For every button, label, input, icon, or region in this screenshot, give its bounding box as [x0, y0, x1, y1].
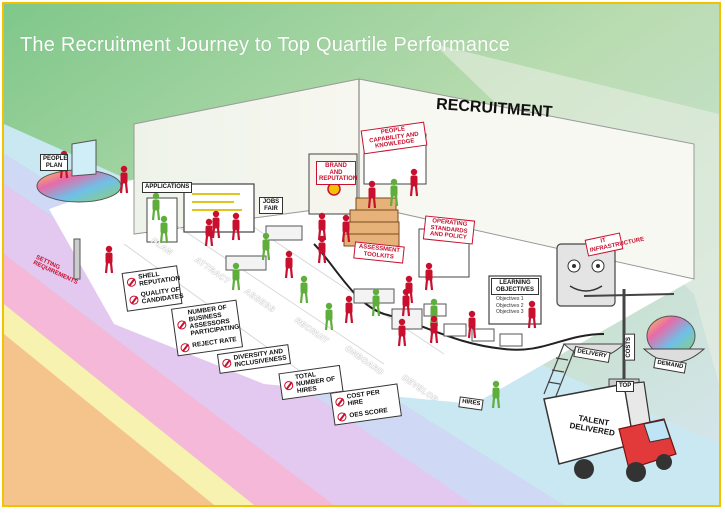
person-figure	[119, 165, 129, 194]
person-figure	[367, 180, 377, 209]
applications-lines	[192, 193, 242, 211]
people-plan-label: PEOPLE PLAN	[40, 154, 68, 172]
objectives-list: Objectives 1 Objectives 2 Objectives 3	[496, 296, 524, 316]
person-figure	[299, 275, 309, 304]
person-figure	[159, 215, 169, 244]
books-icon	[343, 197, 400, 247]
objectives-item: Objectives 1	[496, 296, 524, 302]
prohibited-icon	[126, 276, 137, 288]
person-figure	[371, 288, 381, 317]
kpi-board-2: NUMBER OF BUSINESS ASSESSORS PARTICIPATI…	[171, 299, 243, 356]
interview-tables	[225, 225, 423, 330]
learning-objectives-label: LEARNING OBJECTIVES	[491, 278, 539, 296]
person-figure	[211, 210, 221, 239]
person-figure	[231, 212, 241, 241]
training-desks	[423, 303, 523, 347]
person-figure	[261, 232, 271, 261]
person-figure	[231, 262, 241, 291]
prohibited-icon	[179, 342, 191, 353]
jobs-fair-label: JOBS FAIR	[259, 197, 283, 215]
person-figure	[467, 310, 477, 339]
person-figure	[409, 168, 419, 197]
person-figure	[491, 380, 501, 409]
operating-standards-label: OPERATING STANDARDS AND POLICY	[422, 215, 476, 245]
costs-label: COSTS	[624, 333, 635, 361]
truck-icon	[543, 381, 677, 482]
prohibited-icon	[176, 319, 187, 330]
kpi-board-1: SHELL REPUTATION QUALITY OF CANDIDATES	[121, 265, 185, 312]
person-figure	[284, 250, 294, 279]
person-figure	[429, 315, 439, 344]
objectives-item: Objectives 3	[496, 309, 524, 315]
kpi-text: TOTAL NUMBER OF HIRES	[294, 371, 336, 396]
prohibited-icon	[283, 380, 294, 391]
kpi-text: QUALITY OF CANDIDATES	[140, 286, 185, 306]
person-figure	[324, 302, 334, 331]
kpi-text: REJECT RATE	[191, 336, 238, 350]
journey-cable	[313, 243, 605, 351]
person-figure	[344, 295, 354, 324]
top-label: TOP	[616, 381, 635, 392]
person-figure	[317, 235, 327, 264]
person-figure	[104, 245, 114, 274]
person-figure	[397, 318, 407, 347]
person-figure	[389, 178, 399, 207]
backdrop-right	[434, 44, 719, 384]
prohibited-icon	[336, 412, 348, 423]
kpi-text: DIVERSITY AND INCLUSIVENESS	[233, 347, 288, 369]
prohibited-icon	[221, 357, 232, 369]
floor-strip-orange	[4, 334, 214, 505]
image-frame: The Recruitment Journey to Top Quartile …	[2, 2, 721, 507]
prohibited-icon	[334, 396, 345, 407]
person-figure	[151, 192, 161, 221]
applications-label: APPLICATIONS	[142, 182, 193, 193]
people-plan-chart	[71, 139, 97, 177]
brand-reputation-label: BRAND AND REPUTATION	[316, 161, 357, 185]
person-figure	[404, 275, 414, 304]
kpi-text: OES SCORE	[348, 407, 389, 420]
person-figure	[204, 218, 214, 247]
objectives-item: Objectives 2	[496, 302, 524, 309]
person-figure	[424, 262, 434, 291]
figures-group	[59, 150, 537, 409]
person-figure	[527, 300, 537, 329]
shell-logo-icon	[327, 182, 341, 196]
person-figure	[341, 214, 351, 243]
prohibited-icon	[128, 294, 140, 306]
page-title: The Recruitment Journey to Top Quartile …	[20, 34, 511, 56]
ladder-icon	[543, 343, 577, 397]
kpi-text: NUMBER OF BUSINESS ASSESSORS PARTICIPATI…	[187, 304, 240, 338]
